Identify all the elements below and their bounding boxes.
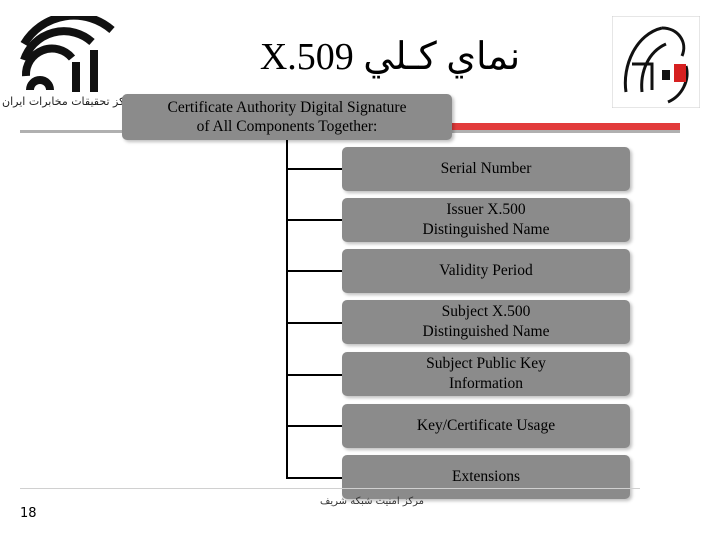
itrc-logo-icon bbox=[12, 16, 120, 96]
branch-line bbox=[286, 322, 343, 324]
field-serial-number: Serial Number bbox=[342, 147, 630, 191]
field-subject-public-key: Subject Public Key Information bbox=[342, 352, 630, 396]
field-issuer-name: Issuer X.500 Distinguished Name bbox=[342, 198, 630, 242]
root-signature-box: Certificate Authority Digital Signature … bbox=[122, 94, 452, 140]
sharif-logo-icon bbox=[612, 16, 700, 108]
root-signature-label: Certificate Authority Digital Signature … bbox=[167, 99, 407, 135]
branch-line bbox=[286, 374, 343, 376]
footer-rule bbox=[20, 488, 640, 489]
field-validity-period: Validity Period bbox=[342, 249, 630, 293]
slide-title: X.509 نماي كـلي bbox=[259, 36, 521, 78]
field-subject-name: Subject X.500 Distinguished Name bbox=[342, 300, 630, 344]
branch-line bbox=[286, 477, 343, 479]
page-number: 18 bbox=[20, 506, 37, 521]
branch-line bbox=[286, 270, 343, 272]
tree-trunk-line bbox=[286, 140, 288, 478]
branch-line bbox=[286, 168, 343, 170]
footer-center-text: مرکز امنیت شبکه شریف bbox=[320, 496, 424, 507]
branch-line bbox=[286, 219, 343, 221]
field-extensions: Extensions bbox=[342, 455, 630, 499]
field-key-usage: Key/Certificate Usage bbox=[342, 404, 630, 448]
branch-line bbox=[286, 425, 343, 427]
left-logo-caption: مرکز تحقیقات مخابرات ایران bbox=[2, 95, 137, 108]
